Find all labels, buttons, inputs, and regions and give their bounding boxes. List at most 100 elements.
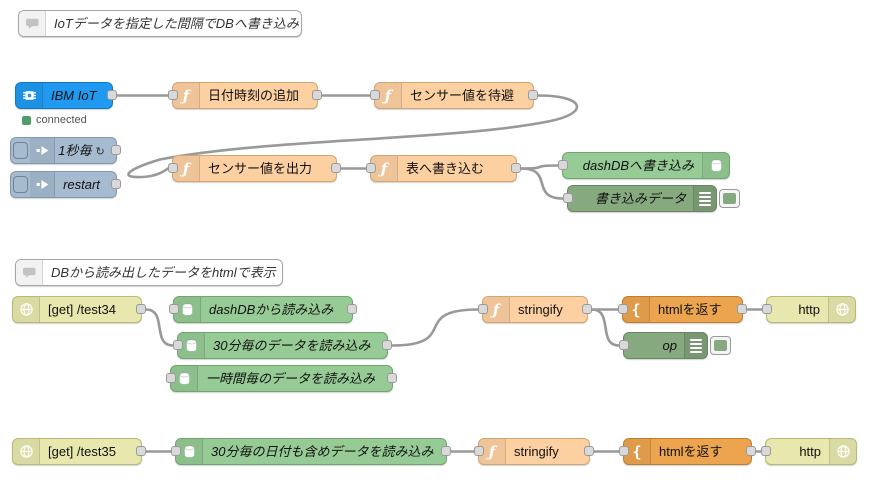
node-status: connected bbox=[22, 114, 87, 126]
input-port[interactable] bbox=[171, 446, 181, 456]
node-inject-restart[interactable]: restart bbox=[10, 171, 121, 198]
node-label: センサー値を出力 bbox=[208, 161, 313, 176]
input-port[interactable] bbox=[474, 446, 484, 456]
node-http-in-test34[interactable]: [get] /test34 bbox=[12, 296, 146, 323]
input-port[interactable] bbox=[618, 304, 628, 314]
node-func-stringify-1[interactable]: ƒ stringify bbox=[478, 296, 592, 323]
node-ibm-iot[interactable]: IBM IoT connected bbox=[15, 82, 117, 126]
node-label: http bbox=[799, 444, 821, 459]
input-port[interactable] bbox=[619, 446, 629, 456]
input-port[interactable] bbox=[563, 193, 573, 203]
input-port[interactable] bbox=[168, 163, 178, 173]
wire-dbr2-to-st1[interactable] bbox=[390, 308, 480, 347]
node-http-response-1[interactable]: http bbox=[762, 296, 856, 323]
arrow-icon bbox=[30, 138, 55, 163]
node-label: 30分毎の日付も含めデータを読み込み bbox=[211, 444, 434, 459]
comment-read-html[interactable]: DBから読み出したデータをhtmlで表示 bbox=[15, 259, 283, 286]
output-port[interactable] bbox=[584, 446, 594, 456]
input-port[interactable] bbox=[761, 446, 771, 456]
output-port[interactable] bbox=[136, 446, 146, 456]
output-port[interactable] bbox=[107, 90, 117, 100]
node-label: op bbox=[662, 338, 677, 353]
output-port[interactable] bbox=[511, 163, 521, 173]
wire-h34-to-dbr2[interactable] bbox=[144, 308, 175, 347]
node-dashdb-write[interactable]: dashDBへ書き込み bbox=[558, 152, 730, 179]
input-port[interactable] bbox=[762, 304, 772, 314]
node-template-html-2[interactable]: {htmlを返す bbox=[619, 438, 756, 465]
node-label: IBM IoT bbox=[51, 88, 97, 103]
input-port[interactable] bbox=[366, 163, 376, 173]
input-port[interactable] bbox=[370, 90, 380, 100]
node-label: stringify bbox=[514, 444, 559, 459]
input-port[interactable] bbox=[173, 340, 183, 350]
debug-enable-toggle[interactable] bbox=[719, 189, 740, 208]
node-label: 日付時刻の追加 bbox=[208, 88, 300, 103]
bubble-icon bbox=[16, 260, 43, 285]
output-port[interactable] bbox=[387, 373, 397, 383]
output-port[interactable] bbox=[737, 304, 747, 314]
node-label: [get] /test35 bbox=[48, 444, 116, 459]
output-port[interactable] bbox=[582, 304, 592, 314]
db-icon bbox=[702, 153, 729, 178]
output-port[interactable] bbox=[382, 340, 392, 350]
node-label: 表へ書き込む bbox=[406, 161, 485, 176]
input-port[interactable] bbox=[169, 304, 179, 314]
output-port[interactable] bbox=[528, 90, 538, 100]
input-port[interactable] bbox=[168, 90, 178, 100]
inject-button[interactable] bbox=[13, 142, 28, 159]
inject-button[interactable] bbox=[13, 176, 28, 193]
output-port[interactable] bbox=[347, 304, 357, 314]
comment-write-db[interactable]: IoTデータを指定した間隔でDBへ書き込み bbox=[18, 10, 302, 37]
debug-enable-toggle[interactable] bbox=[710, 336, 731, 355]
node-debug-op[interactable]: op bbox=[619, 332, 731, 359]
output-port[interactable] bbox=[331, 163, 341, 173]
node-inject-1sec[interactable]: 1秒毎↻ bbox=[10, 137, 121, 164]
node-dashdb-read-hourly[interactable]: 一時間毎のデータを読み込み bbox=[166, 365, 397, 392]
input-port[interactable] bbox=[619, 340, 629, 350]
node-dashdb-read-30min[interactable]: 30分毎のデータを読み込み bbox=[173, 332, 392, 359]
node-dashdb-read[interactable]: dashDBから読み込み bbox=[169, 296, 357, 323]
output-port[interactable] bbox=[746, 446, 756, 456]
node-label: 一時間毎のデータを読み込み bbox=[206, 371, 376, 386]
globe-icon bbox=[829, 439, 856, 464]
f-icon: ƒ bbox=[483, 297, 510, 322]
node-label: http bbox=[798, 302, 820, 317]
input-port[interactable] bbox=[166, 373, 176, 383]
node-label: htmlを返す bbox=[659, 444, 723, 459]
node-label: dashDBから読み込み bbox=[209, 302, 334, 317]
output-port[interactable] bbox=[136, 304, 146, 314]
node-http-in-test35[interactable]: [get] /test35 bbox=[12, 438, 146, 465]
node-http-response-2[interactable]: http bbox=[761, 438, 857, 465]
node-template-html-1[interactable]: {htmlを返す bbox=[618, 296, 747, 323]
node-label: stringify bbox=[518, 302, 563, 317]
wire-f4-to-dbg1[interactable] bbox=[519, 167, 565, 200]
node-label: htmlを返す bbox=[658, 302, 722, 317]
output-port[interactable] bbox=[441, 446, 451, 456]
repeat-indicator-icon: ↻ bbox=[95, 146, 105, 158]
output-port[interactable] bbox=[312, 90, 322, 100]
input-port[interactable] bbox=[478, 304, 488, 314]
debug-output-icon bbox=[684, 333, 707, 358]
node-debug-write-data[interactable]: 書き込みデータ bbox=[563, 185, 740, 212]
bubble-icon bbox=[19, 11, 46, 36]
node-label: restart bbox=[63, 177, 100, 192]
output-port[interactable] bbox=[111, 179, 121, 189]
wire-f2-to-f3[interactable] bbox=[127, 94, 579, 179]
db-icon bbox=[174, 297, 201, 322]
output-port[interactable] bbox=[111, 145, 121, 155]
wire-st1-to-dbg2[interactable] bbox=[590, 308, 621, 347]
input-port[interactable] bbox=[558, 160, 568, 170]
globe-icon bbox=[828, 297, 855, 322]
node-label: 1秒毎↻ bbox=[58, 143, 105, 158]
node-dashdb-read-30min-date[interactable]: 30分毎の日付も含めデータを読み込み bbox=[171, 438, 451, 465]
node-label: [get] /test34 bbox=[48, 302, 116, 317]
debug-output-icon bbox=[693, 186, 716, 211]
globe-icon bbox=[13, 297, 40, 322]
node-label: IoTデータを指定した間隔でDBへ書き込み bbox=[54, 16, 299, 31]
